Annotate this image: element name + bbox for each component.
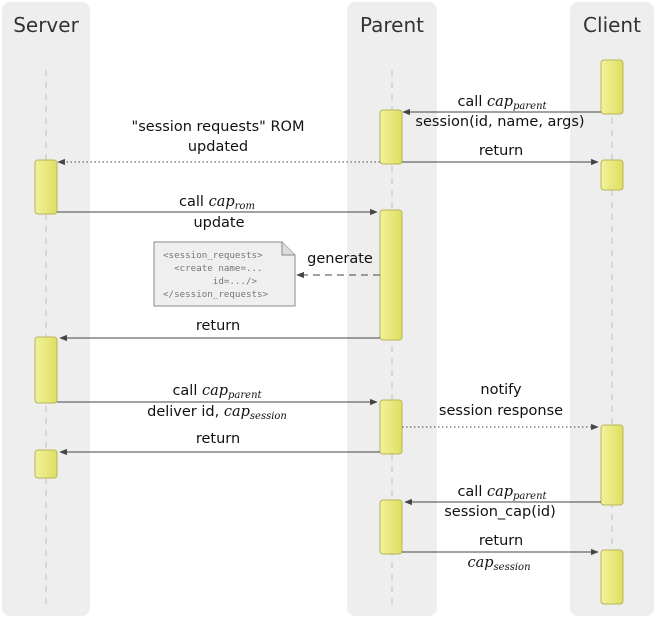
activation-client-3 — [600, 424, 624, 506]
activation-server-1 — [34, 159, 58, 215]
label-session-args: session(id, name, args) — [415, 114, 584, 130]
label-call-cap-parent-3: call capparent — [457, 484, 547, 502]
label-session-cap-id: session_cap(id) — [444, 504, 556, 520]
rom-line-1: <session_requests> — [163, 250, 263, 261]
label-generate: generate — [307, 251, 373, 267]
activation-client-4 — [600, 549, 624, 605]
activation-client-1 — [600, 59, 624, 115]
activation-server-3 — [34, 449, 58, 479]
lane-server — [2, 2, 90, 616]
lane-title-parent: Parent — [360, 13, 424, 37]
activation-parent-4 — [379, 499, 403, 555]
activation-client-2 — [600, 159, 624, 191]
label-rom-updated-1: "session requests" ROM — [132, 119, 305, 135]
label-notify: notify — [480, 382, 522, 398]
activation-parent-2 — [379, 209, 403, 341]
label-return-3: return — [196, 431, 240, 447]
label-update: update — [193, 215, 244, 231]
label-call-cap-parent-2: call capparent — [172, 383, 262, 401]
label-deliver-id: deliver id, capsession — [147, 404, 287, 422]
label-rom-updated-2: updated — [188, 139, 248, 155]
rom-line-4: </session_requests> — [163, 289, 269, 300]
lane-title-client: Client — [583, 13, 641, 37]
lane-title-server: Server — [13, 13, 79, 37]
lane-client — [570, 2, 654, 616]
activation-server-2 — [34, 336, 58, 404]
label-cap-session: capsession — [467, 555, 530, 573]
label-return-1: return — [479, 143, 523, 159]
rom-line-3: id=.../> — [163, 276, 258, 287]
activation-parent-1 — [379, 109, 403, 165]
label-call-cap-rom: call caprom — [179, 194, 255, 212]
label-return-2: return — [196, 318, 240, 334]
rom-document-note: <session_requests> <create name=... id=.… — [153, 241, 296, 307]
label-return-4: return — [479, 533, 523, 549]
label-call-cap-parent-1: call capparent — [457, 94, 547, 112]
rom-line-2: <create name=... — [163, 263, 263, 274]
activation-parent-3 — [379, 399, 403, 455]
label-session-response: session response — [439, 403, 563, 419]
